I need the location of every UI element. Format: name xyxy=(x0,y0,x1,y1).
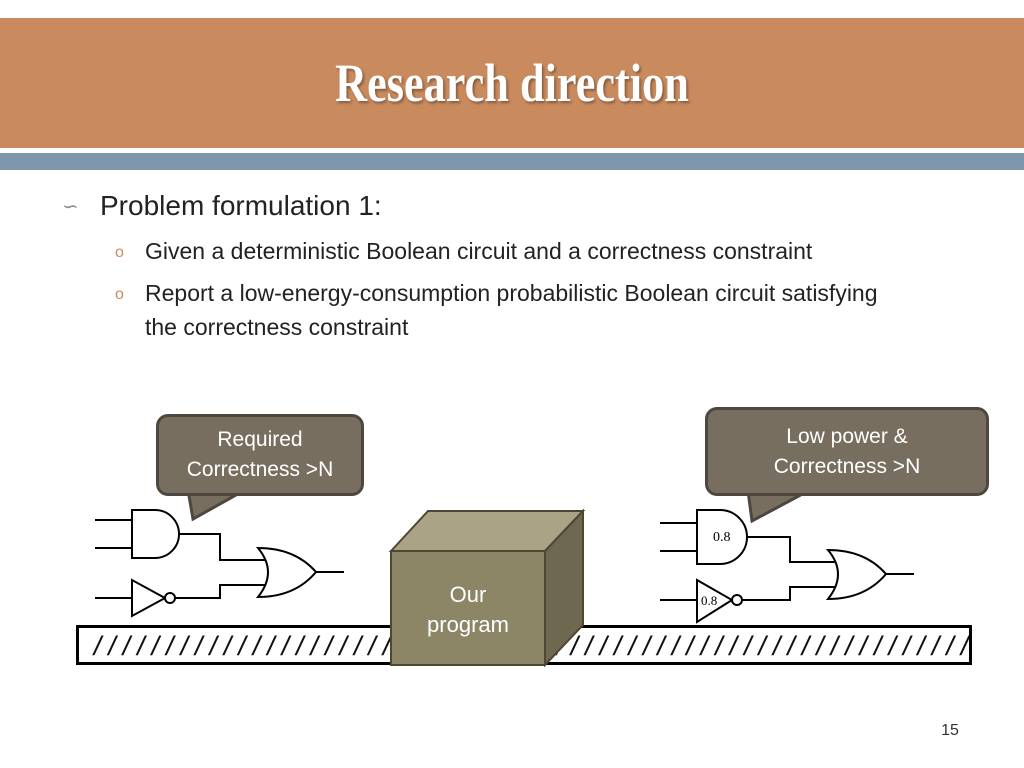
not-gate-probability: 0.8 xyxy=(701,593,717,608)
program-box xyxy=(388,508,586,668)
probabilistic-not-gate-icon xyxy=(696,578,734,624)
left-callout-line1: Required xyxy=(217,428,303,451)
accent-band xyxy=(0,153,1024,170)
sub-bullet-marker: o xyxy=(115,244,124,261)
bullet-swirl-icon: ∽ xyxy=(62,194,79,218)
sub-bullet-1: o Given a deterministic Boolean circuit … xyxy=(115,234,945,270)
left-callout-line2: Correctness >N xyxy=(186,458,334,481)
sub-bullet-2: o Report a low-energy-consumption probab… xyxy=(115,276,905,344)
probabilistic-circuit: 0.8 0.8 xyxy=(660,509,914,624)
or-gate-icon xyxy=(825,548,888,601)
right-callout-line1: Low power & xyxy=(786,424,908,448)
sub-bullet-marker: o xyxy=(115,286,124,303)
right-callout-line2: Correctness >N xyxy=(773,454,921,478)
right-callout: Low power & Correctness >N xyxy=(705,407,989,496)
divider xyxy=(0,148,1024,153)
deterministic-circuit xyxy=(95,509,344,618)
program-box-label: Our program xyxy=(393,580,543,640)
and-gate-probability: 0.8 xyxy=(713,530,731,545)
program-box-line1: Our xyxy=(449,582,487,607)
main-bullet-text: Problem formulation 1: xyxy=(100,190,382,221)
sub-bullet-text: Report a low-energy-consumption probabil… xyxy=(145,280,878,340)
page-number: 15 xyxy=(941,722,959,739)
sub-bullet-text: Given a deterministic Boolean circuit an… xyxy=(145,238,813,264)
slide-title: Research direction xyxy=(335,53,689,113)
probabilistic-and-gate-icon xyxy=(696,509,748,565)
main-bullet: ∽ Problem formulation 1: xyxy=(62,190,382,222)
or-gate-icon xyxy=(255,546,318,599)
title-band xyxy=(0,18,1024,148)
left-callout: Required Correctness >N xyxy=(156,414,364,496)
and-gate-icon xyxy=(131,509,180,559)
not-gate-icon xyxy=(131,578,168,618)
program-box-line2: program xyxy=(427,612,509,637)
